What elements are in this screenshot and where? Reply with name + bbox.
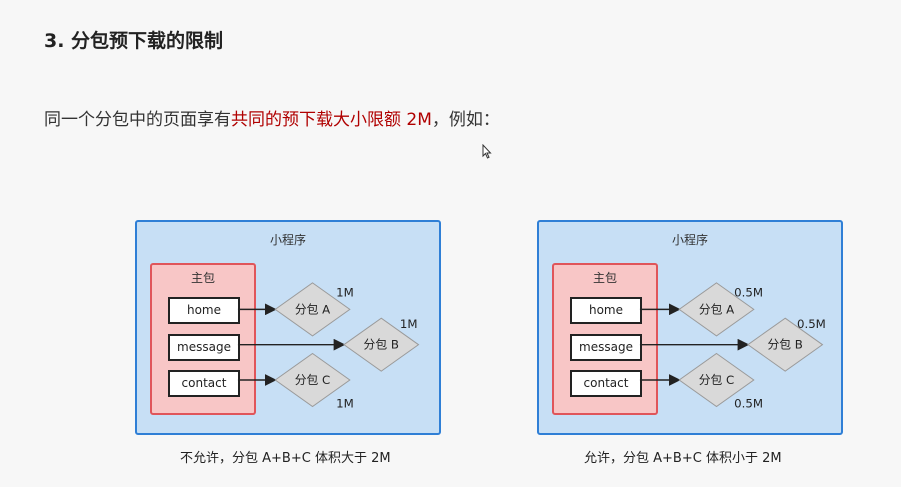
subpackage-b-diamond	[343, 317, 420, 372]
diagram-allowed: 小程序 主包 home message contact 分包 A 分包 B 分包…	[537, 220, 843, 435]
diagram-links: 分包 A 分包 B 分包 C 1M 1M 1M	[237, 282, 420, 410]
description-sentence: 同一个分包中的页面享有共同的预下载大小限额 2M，例如：	[44, 105, 500, 130]
subpackage-c-label: 分包 C	[295, 373, 331, 387]
page-contact: contact	[570, 370, 642, 397]
subpackage-a-label: 分包 A	[295, 302, 330, 316]
subpackage-a-diamond	[274, 282, 351, 337]
diagram-links: 分包 A 分包 B 分包 C 0.5M 0.5M 0.5M	[639, 282, 826, 410]
diagram-not-allowed: 小程序 主包 home message contact 分包 A 分包 B 分包…	[135, 220, 441, 435]
subpackage-b-label: 分包 B	[768, 338, 803, 352]
sentence-prefix: 同一个分包中的页面享有	[44, 110, 231, 130]
subpackage-b-label: 分包 B	[364, 338, 399, 352]
main-package: 主包 home message contact	[552, 263, 658, 415]
main-package-label: 主包	[592, 271, 617, 285]
subpackage-c-size: 1M	[336, 396, 354, 410]
page-home: home	[570, 297, 642, 324]
subpackage-c-label: 分包 C	[699, 373, 735, 387]
subpackage-a-size: 1M	[336, 286, 354, 300]
section-heading: 3. 分包预下载的限制	[44, 30, 224, 52]
mouse-cursor-icon	[482, 144, 492, 159]
sentence-highlight: 共同的预下载大小限额 2M	[231, 110, 432, 130]
caption-not-allowed: 不允许，分包 A+B+C 体积大于 2M	[180, 451, 391, 466]
main-package-label: 主包	[190, 271, 215, 285]
app-label: 小程序	[671, 233, 708, 247]
subpackage-c-diamond	[678, 352, 755, 408]
app-label: 小程序	[269, 233, 306, 247]
subpackage-a-diamond	[678, 282, 755, 337]
page-contact: contact	[168, 370, 240, 397]
main-package: 主包 home message contact	[150, 263, 256, 415]
subpackage-c-diamond	[274, 352, 351, 408]
subpackage-b-size: 0.5M	[797, 317, 826, 331]
page-home: home	[168, 297, 240, 324]
subpackage-b-size: 1M	[400, 317, 418, 331]
page-message: message	[168, 334, 240, 361]
subpackage-a-label: 分包 A	[699, 302, 734, 316]
sentence-suffix: ，例如：	[431, 110, 500, 130]
subpackage-b-diamond	[747, 317, 824, 372]
subpackage-a-size: 0.5M	[734, 286, 763, 300]
subpackage-c-size: 0.5M	[734, 396, 763, 410]
page-message: message	[570, 334, 642, 361]
caption-allowed: 允许，分包 A+B+C 体积小于 2M	[584, 451, 782, 466]
